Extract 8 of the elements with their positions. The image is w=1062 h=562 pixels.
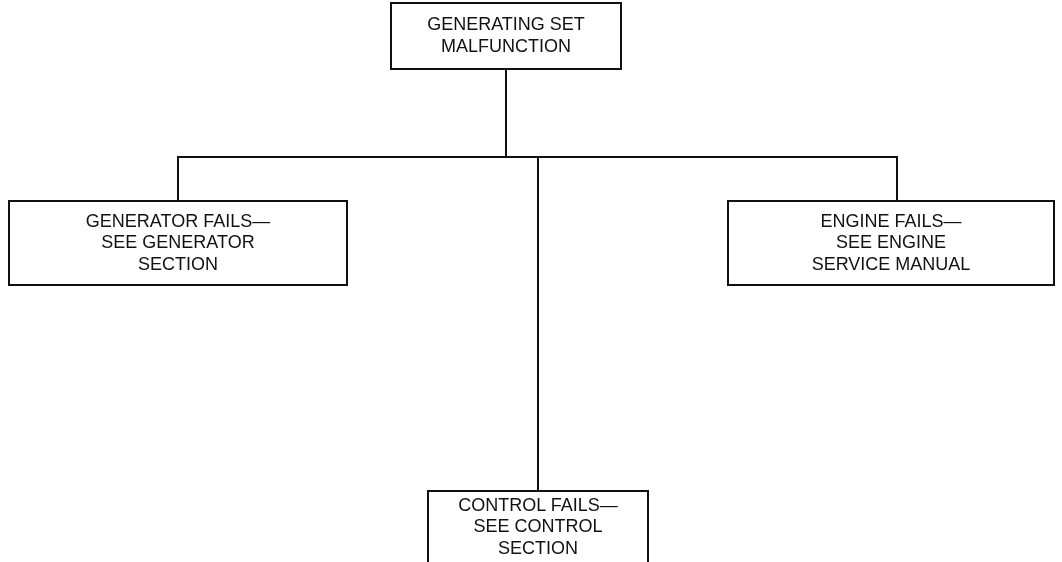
box-label: GENERATING SET MALFUNCTION — [426, 14, 586, 58]
box-label: ENGINE FAILS—SEE ENGINE SERVICE MANUAL — [810, 210, 972, 276]
box-label: CONTROL FAILS—SEE CONTROL SECTION — [457, 494, 619, 560]
process-box — [390, 2, 622, 70]
process-box — [427, 490, 649, 562]
box-label: GENERATOR FAILS—SEE GENERATOR SECTION — [84, 210, 272, 276]
process-box — [8, 200, 348, 286]
process-box — [727, 200, 1055, 286]
